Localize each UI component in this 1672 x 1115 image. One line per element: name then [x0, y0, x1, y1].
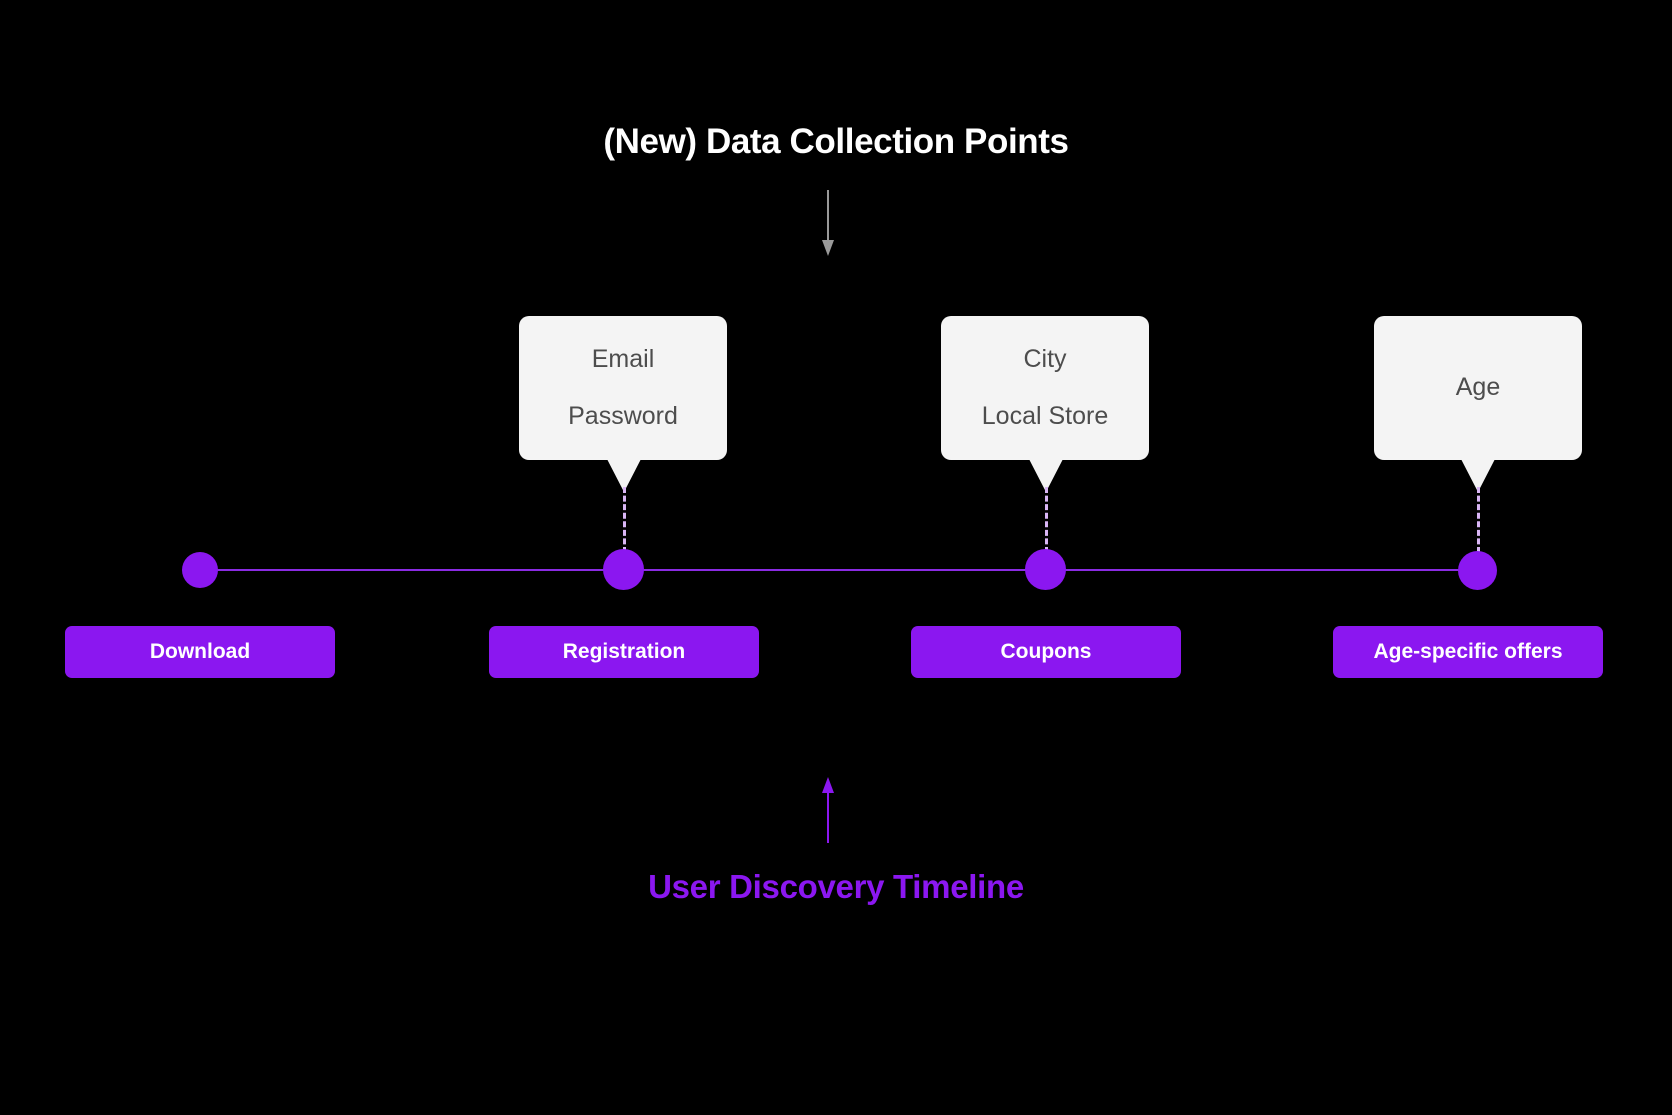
top-down-arrow-icon: [821, 190, 835, 258]
callout-line: Email: [591, 344, 655, 373]
callout-line: Password: [568, 402, 678, 430]
timeline-dot-coupons[interactable]: [1025, 549, 1066, 590]
stage-button-label: Age-specific offers: [1373, 640, 1563, 663]
stage-button-label: Registration: [562, 640, 686, 663]
callout-line: City: [1023, 344, 1067, 373]
timeline-dot-age[interactable]: [1458, 551, 1497, 590]
timeline-caption-text: User Discovery Timeline: [648, 868, 1024, 905]
registration-callout: Email Password: [519, 316, 727, 460]
timeline-dot-registration[interactable]: [603, 549, 644, 590]
callout-line: Local Store: [981, 402, 1109, 430]
age-callout-tail: [1461, 459, 1495, 492]
stage-button-label: Coupons: [1000, 640, 1092, 663]
timeline-caption: User Discovery Timeline: [0, 868, 1672, 906]
timeline-axis: [200, 569, 1480, 571]
callout-line: Age: [1455, 373, 1501, 402]
stage-button-coupons[interactable]: Coupons: [911, 626, 1181, 678]
coupons-callout: City Local Store: [941, 316, 1149, 460]
page-title: (New) Data Collection Points: [0, 122, 1672, 162]
bottom-up-arrow-icon: [821, 775, 835, 843]
registration-dashed-connector: [623, 487, 626, 553]
stage-button-age-specific-offers[interactable]: Age-specific offers: [1333, 626, 1603, 678]
page-title-text: (New) Data Collection Points: [603, 122, 1069, 161]
timeline-dot-download[interactable]: [182, 552, 218, 588]
age-callout: Age: [1374, 316, 1582, 460]
stage-button-registration[interactable]: Registration: [489, 626, 759, 678]
registration-callout-tail: [607, 459, 641, 492]
stage-button-label: Download: [149, 640, 251, 663]
coupons-callout-tail: [1029, 459, 1063, 492]
coupons-dashed-connector: [1045, 487, 1048, 553]
age-dashed-connector: [1477, 487, 1480, 553]
stage-button-download[interactable]: Download: [65, 626, 335, 678]
